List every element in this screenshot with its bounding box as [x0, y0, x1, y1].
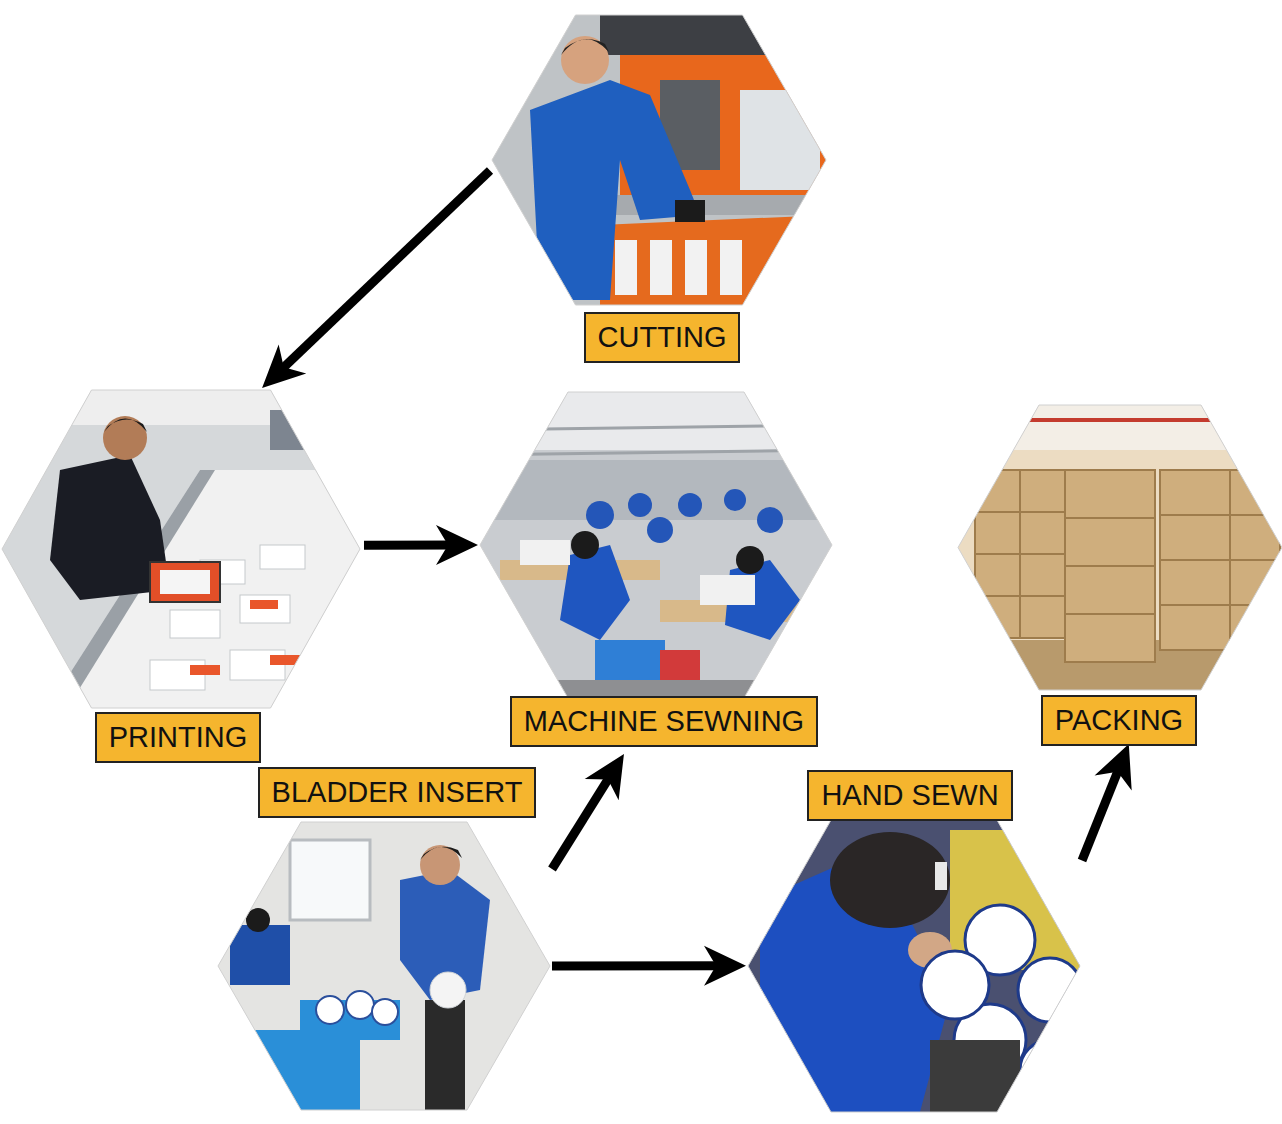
- machine-sewing-photo: [478, 390, 834, 700]
- flow-arrow: [1082, 763, 1121, 861]
- hexagon-outline: [218, 822, 550, 1110]
- hexagon-outline: [492, 15, 826, 305]
- flow-arrow: [364, 541, 458, 550]
- step-label: BLADDER INSERT: [258, 767, 537, 818]
- step-label: PACKING: [1041, 695, 1197, 746]
- hexagon-outline: [2, 390, 360, 708]
- process-hexagon: HAND SEWN: [746, 766, 1082, 1116]
- step-label: CUTTING: [584, 312, 741, 363]
- cutting-photo: [490, 10, 830, 310]
- process-hexagon: MACHINE SEWNING: [478, 390, 834, 754]
- hexagon-outline: [748, 820, 1080, 1112]
- hexagon-outline: [958, 405, 1282, 690]
- flow-arrow: [552, 961, 726, 970]
- step-label: MACHINE SEWNING: [510, 696, 818, 747]
- step-label: HAND SEWN: [807, 770, 1012, 821]
- bladder-insert-photo: [216, 820, 552, 1115]
- process-hexagon: CUTTING: [490, 12, 830, 364]
- step-label: PRINTING: [95, 712, 262, 763]
- process-hexagon: PRINTING: [0, 388, 364, 764]
- hand-sewn-photo: [746, 818, 1082, 1114]
- hexagon-outline: [480, 392, 832, 698]
- process-hexagon: PACKING: [956, 403, 1282, 744]
- printing-photo: [0, 385, 365, 720]
- packing-photo: [956, 400, 1282, 695]
- flow-arrow: [277, 170, 490, 374]
- flow-arrow: [552, 771, 613, 869]
- process-hexagon: BLADDER INSERT: [216, 764, 552, 1114]
